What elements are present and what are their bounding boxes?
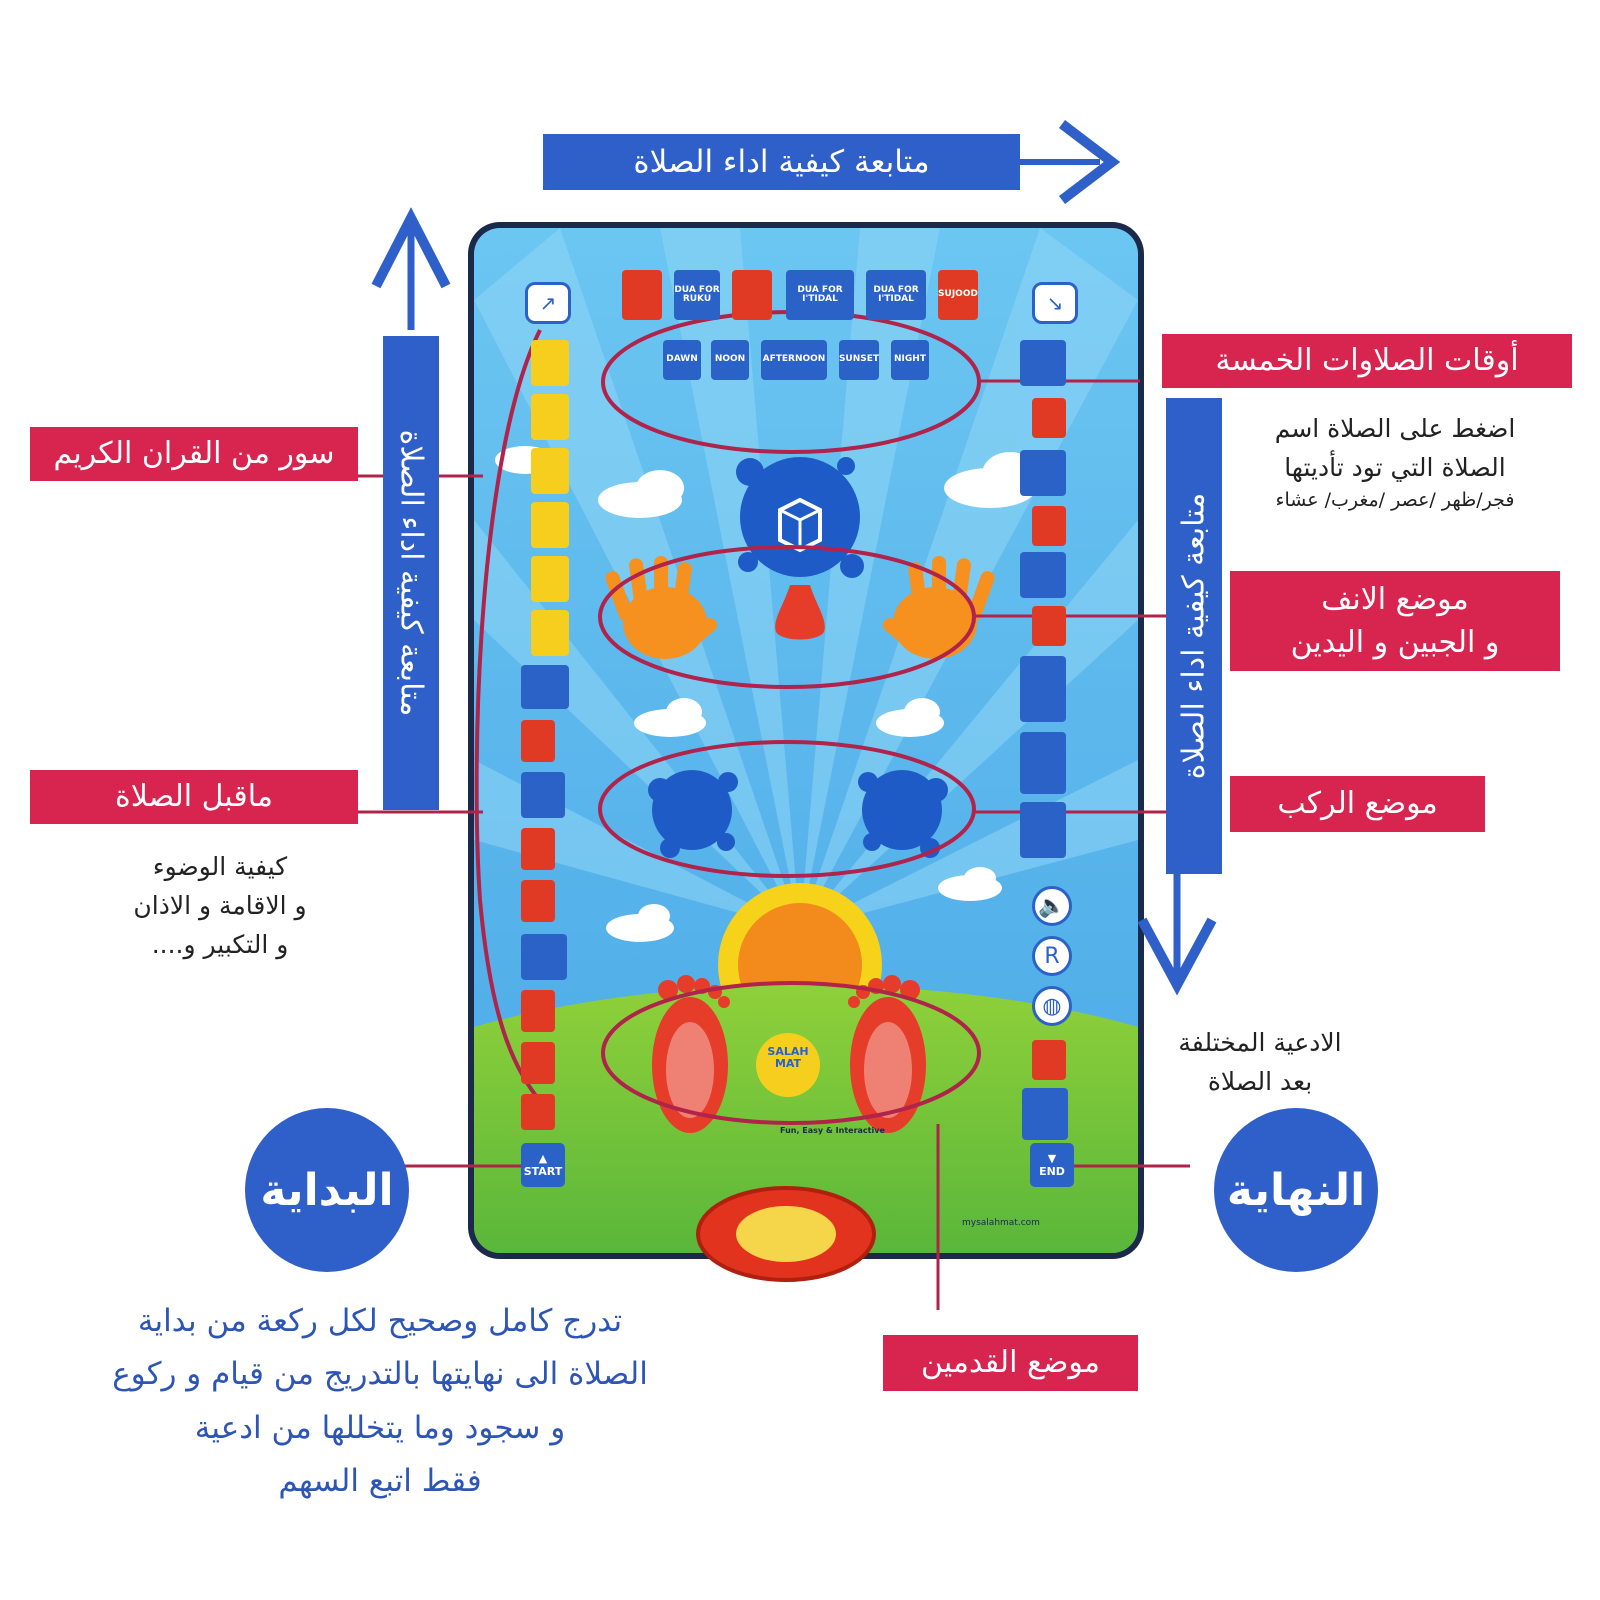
label-feet: موضع القدمين (883, 1335, 1138, 1391)
mat-time-night[interactable]: NIGHT (891, 340, 929, 380)
mat-time-afternoon[interactable]: AFTERNOON (761, 340, 827, 380)
mat-top-tile-6[interactable]: SUJOOD (938, 270, 978, 320)
surah-tile[interactable] (531, 394, 569, 440)
mat-start-button[interactable]: ▲ START (521, 1143, 565, 1187)
surah-tile[interactable] (531, 556, 569, 602)
mat-top-tiles: DUA FOR RUKU DUA FOR I'TIDAL DUA FOR I'T… (622, 270, 978, 322)
surah-tile[interactable] (521, 665, 569, 709)
dua-after-prayer-tile[interactable] (1032, 1040, 1066, 1080)
label-knees: موضع الركب (1230, 776, 1485, 832)
surah-tile[interactable] (531, 502, 569, 548)
step-tile[interactable] (521, 828, 555, 870)
left-vertical-banner: متابعة كيفية اداء الصلاة (383, 336, 439, 810)
repeat-button[interactable]: R (1032, 936, 1072, 976)
website-url: mysalahmat.com (962, 1218, 1040, 1228)
speaker-icon: 🔈 (1038, 893, 1066, 919)
mat-end-button[interactable]: ▼ END (1030, 1143, 1074, 1187)
left-vertical-label: متابعة كيفية اداء الصلاة (393, 429, 429, 717)
corner-arrow-left-icon: ↗ (525, 282, 571, 324)
label-quran-surahs: سور من القران الكريم (30, 427, 358, 481)
start-circle: البداية (245, 1108, 409, 1272)
surah-tile[interactable] (531, 340, 569, 386)
mat-time-dawn[interactable]: DAWN (663, 340, 701, 380)
mat-top-tile-4[interactable]: DUA FOR I'TIDAL (786, 270, 854, 320)
right-vertical-banner: متابعة كيفية اداء الصلاة (1166, 398, 1222, 874)
surah-tile[interactable] (531, 448, 569, 494)
step-tile[interactable] (1032, 506, 1066, 546)
logo-tagline: Fun, Easy & Interactive (780, 1126, 885, 1135)
note-press-prayer-name: اضغط على الصلاة اسم الصلاة التي تود تأدي… (1274, 414, 1516, 511)
salah-mat-logo (756, 1033, 820, 1097)
step-tile[interactable] (1032, 606, 1066, 646)
right-vertical-label: متابعة كيفية اداء الصلاة (1176, 492, 1212, 780)
mat-top-tile-1[interactable] (622, 270, 662, 320)
triangle-up-icon: ▲ (538, 1152, 548, 1165)
step-tile[interactable] (521, 990, 555, 1032)
dua-tile[interactable] (1020, 802, 1066, 858)
mat-top-tile-3[interactable] (732, 270, 772, 320)
end-circle: النهاية (1214, 1108, 1378, 1272)
bottom-description: تدرج كامل وصحيح لكل ركعة من بداية الصلاة… (112, 1303, 648, 1499)
mat-prayer-times-row: DAWN NOON AFTERNOON SUNSET NIGHT (663, 340, 933, 380)
mat-top-tile-2[interactable]: DUA FOR RUKU (674, 270, 720, 320)
label-pre-prayer: ماقبل الصلاة (30, 770, 358, 824)
step-tile[interactable] (521, 934, 567, 980)
label-prayer-times: أوقات الصلاوات الخمسة (1162, 334, 1572, 388)
mat-time-sunset[interactable]: SUNSET (839, 340, 879, 380)
mat-left-column (521, 340, 571, 1130)
language-button[interactable]: ◍ (1032, 986, 1072, 1026)
mat-time-noon[interactable]: NOON (711, 340, 749, 380)
note-duas-after-prayer: الادعية المختلفة بعد الصلاة (1178, 1028, 1342, 1096)
dua-tile[interactable] (1020, 340, 1066, 386)
step-tile[interactable] (521, 772, 565, 818)
corner-arrow-right-icon: ↘ (1032, 282, 1078, 324)
step-tile[interactable] (521, 720, 555, 762)
person-icon: R (1044, 943, 1060, 969)
volume-button[interactable]: 🔈 (1032, 886, 1072, 926)
dua-tile[interactable] (1020, 552, 1066, 598)
step-tile[interactable] (521, 1042, 555, 1084)
label-nose-forehead-hands: موضع الانف و الجبين و اليدين (1230, 571, 1560, 671)
globe-icon: ◍ (1042, 993, 1062, 1019)
dua-tile[interactable] (1020, 450, 1066, 496)
step-tile[interactable] (1032, 398, 1066, 438)
mat-top-tile-5[interactable]: DUA FOR I'TIDAL (866, 270, 926, 320)
flow-arrows (371, 120, 1217, 996)
dua-tile[interactable] (1020, 732, 1066, 794)
step-tile[interactable] (521, 1094, 555, 1130)
step-tile[interactable] (521, 880, 555, 922)
mat-right-column (1020, 340, 1068, 860)
note-wudu: كيفية الوضوء و الاقامة و الاذان و التكبي… (133, 852, 307, 959)
triangle-down-icon: ▼ (1047, 1152, 1057, 1165)
surah-tile[interactable] (1022, 1088, 1068, 1140)
dua-tile[interactable] (1020, 656, 1066, 722)
logo-text: SALAH MAT (767, 1045, 809, 1071)
nose-print (775, 585, 825, 640)
surah-tile[interactable] (531, 610, 569, 656)
top-title-banner: متابعة كيفية اداء الصلاة (543, 134, 1020, 190)
